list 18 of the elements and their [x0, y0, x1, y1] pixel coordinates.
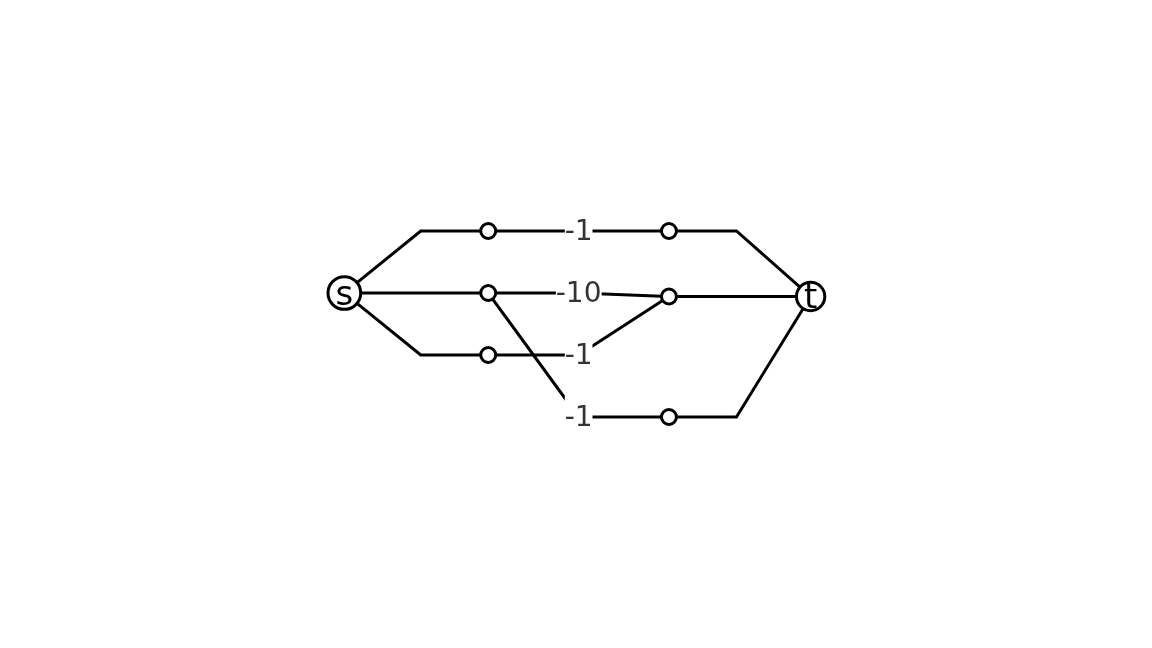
node-circle: [478, 284, 497, 302]
node-circle: t: [794, 280, 826, 313]
connector: [360, 291, 481, 295]
node-circle: [478, 346, 497, 364]
node-circle: [659, 287, 678, 306]
node-circle: s: [326, 275, 362, 311]
edge-label: -1: [564, 400, 593, 433]
edge-label: -1: [564, 338, 593, 371]
node-circle: [659, 222, 678, 240]
edge-label: -10: [555, 276, 602, 309]
connector: [355, 302, 481, 357]
node-circle: [659, 408, 678, 426]
connector: [676, 307, 805, 419]
edge-label: -1: [564, 214, 593, 247]
connector: [355, 229, 481, 284]
connector: [676, 295, 797, 298]
node-circle: [478, 222, 497, 240]
connector: [676, 229, 801, 289]
